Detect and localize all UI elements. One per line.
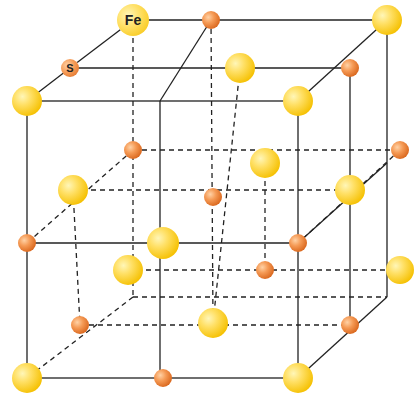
element-symbol: Fe xyxy=(125,13,141,27)
sulfur-atoms xyxy=(18,11,409,387)
cube-edge xyxy=(77,30,120,63)
iron-atoms xyxy=(12,5,414,393)
sulfur-atom: S xyxy=(61,59,79,77)
hidden-edges xyxy=(27,20,400,378)
element-symbol: S xyxy=(66,63,73,74)
iron-atom: Fe xyxy=(117,4,149,36)
cube-edges xyxy=(27,20,387,378)
